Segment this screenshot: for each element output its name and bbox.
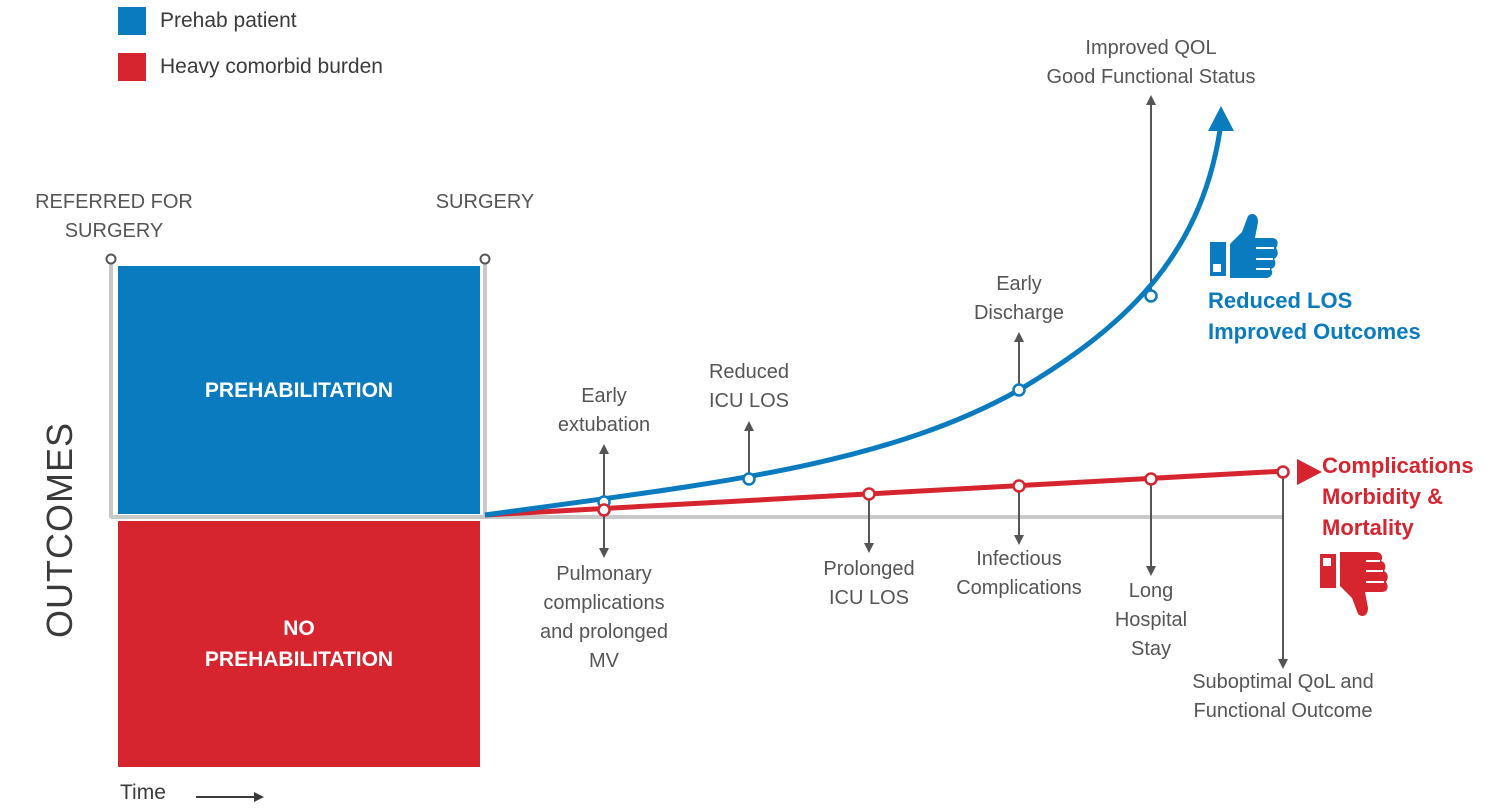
- outcome-line: Reduced LOS: [1208, 288, 1353, 313]
- label-line: Long: [1128, 580, 1174, 602]
- outcome-line: Improved Outcomes: [1208, 319, 1421, 344]
- label-line: Complications: [956, 577, 1082, 599]
- label-line: and prolonged: [540, 621, 668, 643]
- label-line: SURGERY: [435, 191, 535, 213]
- pulmonary-complications-point: [597, 503, 611, 517]
- outcomes-axis-label: OUTCOMES: [0, 422, 120, 638]
- label-line: ICU LOS: [708, 390, 790, 412]
- early-extubation-label: Early extubation: [524, 382, 684, 440]
- outcome-line: Complications: [1322, 453, 1474, 478]
- prehab-curve: [484, 129, 1223, 518]
- legend-label: Heavy comorbid burden: [160, 55, 383, 78]
- label-line: MV: [589, 650, 619, 672]
- early-discharge-label: Early Discharge: [939, 270, 1099, 328]
- label-line: Reduced: [708, 361, 790, 383]
- label-line: Early: [996, 273, 1042, 295]
- surgery-marker: [479, 253, 491, 265]
- label-line: ICU LOS: [828, 587, 910, 609]
- prolonged-icu-los-point: [862, 487, 876, 501]
- infectious-complications-label: Infectious Complications: [929, 545, 1109, 603]
- reduced-icu-los-point: [742, 472, 756, 486]
- label-line: Prolonged: [823, 558, 915, 580]
- label-line: Suboptimal QoL and: [1192, 671, 1374, 693]
- label-line: Stay: [1130, 638, 1172, 660]
- legend-swatch-blue: [118, 7, 146, 35]
- label-line: Functional Outcome: [1193, 700, 1373, 722]
- prehab-arrowhead: [1208, 106, 1234, 131]
- early-discharge-point: [1012, 383, 1026, 397]
- improved-qol-point: [1144, 289, 1158, 303]
- long-hospital-stay-point: [1144, 472, 1158, 486]
- referred-label: REFERRED FOR SURGERY: [2, 188, 226, 246]
- bad-outcome-label: Complications Morbidity & Mortality: [1322, 450, 1474, 543]
- outcome-line: Mortality: [1322, 515, 1414, 540]
- reduced-icu-los-label: Reduced ICU LOS: [669, 358, 829, 416]
- box-text: NO: [283, 617, 315, 640]
- suboptimal-qol-label: Suboptimal QoL and Functional Outcome: [1163, 668, 1403, 726]
- legend-label: Prehab patient: [160, 9, 297, 32]
- label-line: Early: [581, 385, 627, 407]
- no-prehabilitation-box: [118, 521, 480, 767]
- thumbs-up-icon: [1210, 214, 1278, 278]
- suboptimal-qol-point: [1276, 465, 1290, 479]
- thumbs-down-icon: [1320, 552, 1388, 616]
- label-line: Infectious: [976, 548, 1062, 570]
- label-line: Good Functional Status: [1046, 66, 1256, 88]
- box-text: PREHABILITATION: [204, 378, 394, 402]
- label-line: Hospital: [1114, 609, 1188, 631]
- infectious-complications-point: [1012, 479, 1026, 493]
- prolonged-icu-los-label: Prolonged ICU LOS: [789, 555, 949, 613]
- legend-item-comorbid: Heavy comorbid burden: [118, 52, 383, 82]
- no-prehabilitation-label: NO PREHABILITATION: [118, 521, 480, 767]
- axis-text: OUTCOMES: [39, 421, 80, 639]
- label-line: Improved QOL: [1085, 37, 1217, 59]
- referral-marker: [105, 253, 117, 265]
- label-line: REFERRED FOR: [35, 191, 193, 213]
- label-line: SURGERY: [64, 220, 164, 242]
- long-hospital-stay-label: Long Hospital Stay: [1091, 577, 1211, 664]
- label-line: Discharge: [973, 302, 1065, 324]
- good-outcome-label: Reduced LOS Improved Outcomes: [1208, 285, 1421, 347]
- label-line: Pulmonary: [556, 563, 652, 585]
- label-line: extubation: [557, 414, 651, 436]
- no-prehab-arrowhead: [1297, 459, 1322, 485]
- prehabilitation-box: [118, 266, 480, 514]
- legend-swatch-red: [118, 53, 146, 81]
- surgery-label: SURGERY: [405, 188, 565, 217]
- label-line: complications: [543, 592, 665, 614]
- legend-item-prehab: Prehab patient: [118, 6, 297, 36]
- improved-qol-label: Improved QOL Good Functional Status: [1011, 34, 1291, 92]
- time-label: Time: [120, 781, 166, 804]
- prehabilitation-label: PREHABILITATION: [118, 266, 480, 514]
- box-text: PREHABILITATION: [204, 648, 394, 671]
- pulmonary-complications-label: Pulmonary complications and prolonged MV: [509, 560, 699, 676]
- time-arrowhead: [254, 792, 264, 802]
- outcome-line: Morbidity &: [1322, 484, 1443, 509]
